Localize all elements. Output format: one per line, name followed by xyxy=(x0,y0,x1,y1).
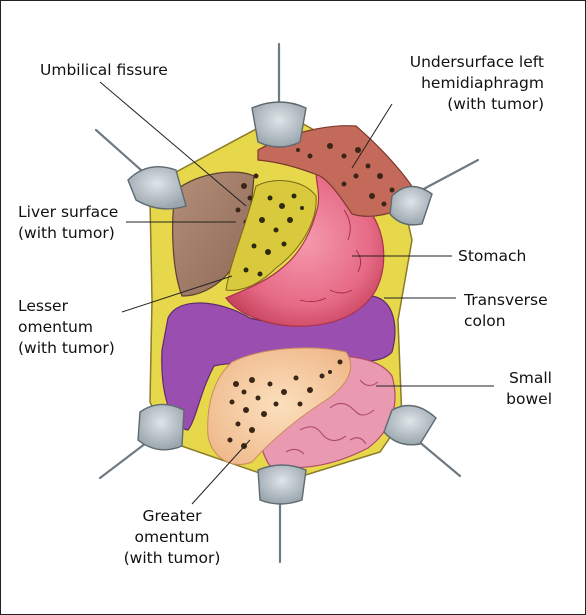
label-liver-surface: Liver surface (with tumor) xyxy=(18,203,119,242)
label-transverse-colon: Transverse colon xyxy=(464,291,548,330)
label-lesser-omentum: Lesser omentum (with tumor) xyxy=(18,297,115,357)
label-undersurface-left-hemidiaphragm: Undersurface left hemidiaphragm (with tu… xyxy=(409,53,544,113)
lesser-omentum xyxy=(225,180,317,291)
leader-lines xyxy=(99,81,494,505)
label-small-bowel: Small bowel xyxy=(506,369,552,408)
retractor-bottom xyxy=(257,464,307,505)
leader-greater-omentum xyxy=(191,439,251,505)
label-umbilical-fissure: Umbilical fissure xyxy=(40,61,168,79)
retractor-top xyxy=(251,101,307,148)
diaphragm-tumor xyxy=(296,143,395,207)
leader-undersurface xyxy=(351,103,393,169)
retractor-upper-right xyxy=(389,185,433,226)
greater-omentum-tumor xyxy=(227,359,343,449)
stomach-vessels xyxy=(299,209,361,303)
retractor-blades xyxy=(127,101,437,505)
retractor-upper-left xyxy=(127,166,187,210)
greater-omentum xyxy=(207,347,352,465)
lesser-omentum-tumor xyxy=(243,193,304,277)
label-greater-omentum: Greater omentum (with tumor) xyxy=(123,507,221,567)
leader-umbilical-fissure xyxy=(99,81,247,207)
retractor-lower-left xyxy=(137,403,185,451)
leader-lesser-omentum xyxy=(121,275,233,313)
label-stomach: Stomach xyxy=(458,247,527,265)
retractor-lower-right xyxy=(383,404,437,446)
